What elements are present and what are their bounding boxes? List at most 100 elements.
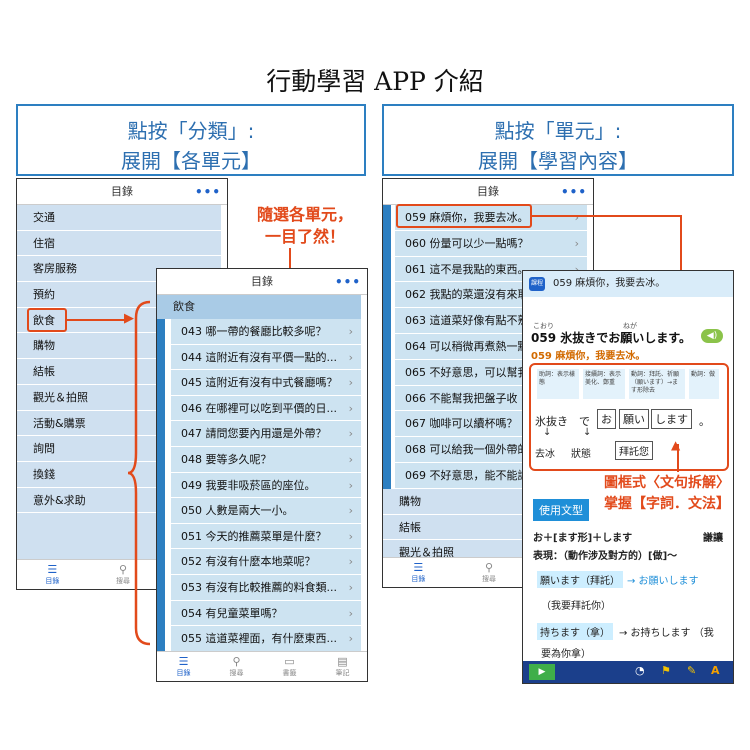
- tab-menu[interactable]: ☰目錄: [383, 558, 454, 587]
- highlight-category: [27, 308, 67, 332]
- pattern-tag: 謙讓: [703, 533, 723, 544]
- unit-item[interactable]: 060 份量可以少一點嗎？›: [395, 230, 587, 257]
- unit-item[interactable]: 049 我要非吸菸區的座位。 ›: [171, 472, 361, 499]
- unit-item[interactable]: 050 人數是兩大一小。›: [171, 498, 361, 524]
- unit-item[interactable]: 047 請問您要內用還是外帶？›: [171, 421, 361, 447]
- part-zh-3: 拜託您: [615, 441, 653, 460]
- unit-label: 044 這附近有沒有平價一點的...: [181, 350, 337, 364]
- unit-label: 063 這道菜好像有點不熟: [405, 314, 529, 328]
- unit-label: 067 咖啡可以續杯嗎？: [405, 417, 518, 431]
- arrow-line-right: [532, 215, 682, 217]
- unit-item[interactable]: 054 有兒童菜單嗎？›: [171, 600, 361, 627]
- category-item[interactable]: 結帳: [17, 359, 221, 385]
- jp-sentence: 059 氷抜きでお願いします。: [531, 331, 692, 345]
- unit-item[interactable]: 046 在哪裡可以吃到平價的日...›: [171, 395, 361, 422]
- breakdown-frame: 助詞：表示樣態 接續詞：表示美化、鄭重 動詞：拜託、祈願（願います）→ます形除去…: [529, 363, 729, 471]
- tab-bar-middle: ☰目錄 ⚲搜尋 ▭書籤 ▤筆記: [157, 651, 367, 681]
- note-3: 動詞：拜託、祈願（願います）→ます形除去: [629, 369, 685, 399]
- chevron-right-icon: ›: [348, 478, 353, 492]
- unit-label: 061 這不是我點的東西。: [405, 262, 529, 276]
- more-icon[interactable]: •••: [560, 185, 587, 199]
- tab-notes[interactable]: ▤筆記: [316, 652, 367, 681]
- unit-label: 062 我點的菜還沒有來耶: [405, 288, 529, 302]
- category-item[interactable]: 詢問: [17, 436, 221, 462]
- note-4: 動詞：做: [689, 369, 719, 399]
- chevron-right-icon: ›: [348, 606, 353, 620]
- unit-label: 068 可以給我一個外帶的: [405, 443, 529, 457]
- unit-label: 059 麻煩你，我要去冰。: [405, 211, 529, 224]
- unit-label: 051 今天的推薦菜單是什麼？: [181, 529, 327, 543]
- unit-item[interactable]: 051 今天的推薦菜單是什麼？ ›: [171, 523, 361, 550]
- unit-item[interactable]: 048 要等多久呢？›: [171, 446, 361, 473]
- category-item[interactable]: 預約: [17, 282, 221, 308]
- banner-left: 點按「分類」: 展開【各單元】: [16, 104, 366, 176]
- chevron-right-icon: ›: [348, 427, 353, 441]
- more-icon[interactable]: •••: [334, 275, 361, 289]
- part-5: します: [651, 409, 692, 429]
- unit-item[interactable]: 044 這附近有沒有平價一點的...›: [171, 344, 361, 371]
- part-6: 。: [699, 415, 710, 428]
- tab-search[interactable]: ⚲搜尋: [88, 560, 159, 589]
- part-1: 氷抜き: [535, 415, 568, 428]
- unit-label: 066 不能幫我把盤子收: [405, 391, 518, 405]
- highlight-unit: [396, 204, 532, 228]
- unit-item[interactable]: 055 這道菜裡面，有什麼東西... ›: [171, 626, 361, 652]
- arrow-up-icon: ▲: [671, 438, 681, 452]
- unit-item[interactable]: 045 這附近有沒有中式餐廳嗎？›: [171, 370, 361, 396]
- arrow-head-icon: ▶: [124, 311, 134, 326]
- unit-item[interactable]: 053 有沒有比較推薦的料食類...›: [171, 574, 361, 601]
- category-item[interactable]: 觀光＆拍照: [17, 385, 221, 411]
- example-2-zh: 要為你拿）: [541, 649, 591, 660]
- unit-label: 049 我要非吸菸區的座位。: [181, 478, 316, 492]
- unit-item[interactable]: 052 有沒有什麼本地菜呢？›: [171, 549, 361, 575]
- part-zh-2: 狀態: [571, 449, 591, 460]
- speaker-icon[interactable]: ◀): [701, 329, 723, 343]
- font-size-icon[interactable]: A: [711, 664, 720, 677]
- chevron-right-icon: ›: [348, 452, 353, 466]
- search-icon: ⚲: [118, 563, 128, 576]
- example-2-a: 持ちます（拿）: [537, 623, 613, 640]
- category-item[interactable]: 客房服務: [17, 256, 221, 283]
- category-item[interactable]: 活動&購票: [17, 411, 221, 437]
- tab-search[interactable]: ⚲搜尋: [210, 652, 263, 681]
- tab-search[interactable]: ⚲搜尋: [454, 558, 525, 587]
- unit-label: 043 哪一帶的餐廳比較多呢？: [181, 325, 327, 338]
- right-menu-header: 目錄 •••: [383, 179, 593, 205]
- banner-left-line2: 展開【各單元】: [121, 149, 261, 173]
- menu-title: 目錄: [111, 185, 133, 198]
- part-2: で: [579, 415, 590, 428]
- player-bar: ▶ ◔ ⚑ ✎ A: [523, 661, 733, 683]
- chevron-right-icon: ›: [348, 529, 353, 543]
- chevron-right-icon: ›: [348, 632, 353, 646]
- chevron-right-icon: ›: [348, 580, 353, 594]
- phone-units: 目錄 ••• 飲食 043 哪一帶的餐廳比較多呢？›044 這附近有沒有平價一點…: [156, 268, 368, 682]
- unit-list: 043 哪一帶的餐廳比較多呢？›044 這附近有沒有平價一點的...›045 這…: [171, 319, 361, 652]
- category-item[interactable]: 交通: [17, 205, 221, 231]
- more-icon[interactable]: •••: [194, 185, 221, 199]
- search-icon: ⚲: [484, 561, 494, 574]
- tab-menu[interactable]: ☰目錄: [157, 652, 210, 681]
- play-icon[interactable]: ▶: [529, 664, 555, 680]
- annotation-frame: 圖框式〈文句拆解〉 掌握【字詞．文法】: [590, 473, 730, 515]
- category-item[interactable]: 換錢: [17, 462, 221, 488]
- chevron-right-icon: ›: [348, 504, 353, 518]
- category-item[interactable]: 住宿: [17, 231, 221, 257]
- lesson-tag: 課程: [529, 277, 545, 291]
- usage-label: 使用文型: [533, 499, 589, 521]
- speed-icon[interactable]: ◔: [635, 664, 645, 677]
- category-item[interactable]: 意外&求助: [17, 488, 221, 514]
- banner-right-line2: 展開【學習內容】: [478, 149, 638, 173]
- chevron-right-icon: ›: [348, 376, 353, 390]
- banner-right-line1: 點按「單元」:: [494, 119, 622, 143]
- tab-menu[interactable]: ☰目錄: [17, 560, 88, 589]
- tab-bookmark[interactable]: ▭書籤: [263, 652, 316, 681]
- bookmark-icon[interactable]: ⚑: [661, 664, 671, 677]
- note-icon[interactable]: ✎: [687, 664, 697, 677]
- unit-label: 055 這道菜裡面，有什麼東西...: [181, 632, 337, 646]
- section-header: 飲食: [157, 295, 361, 319]
- unit-item[interactable]: 043 哪一帶的餐廳比較多呢？›: [171, 319, 361, 345]
- chevron-right-icon: ›: [348, 401, 353, 415]
- category-item[interactable]: 購物: [17, 333, 221, 360]
- unit-label: 069 不好意思，能不能請: [405, 468, 529, 482]
- category-item[interactable]: 飲食: [17, 308, 221, 334]
